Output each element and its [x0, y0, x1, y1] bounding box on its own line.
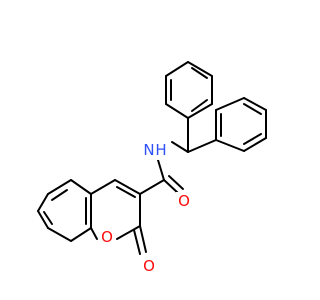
- nh-label-background: [139, 140, 169, 160]
- benzo-bond-1: [47, 179, 72, 195]
- rph-inner-1: [243, 133, 262, 145]
- rph-4: [243, 97, 267, 111]
- benzo-bond-3: [37, 210, 49, 229]
- pyran-bond-1: [90, 179, 116, 195]
- uph-3: [165, 61, 189, 77]
- rph-2: [243, 137, 267, 152]
- amide-co-2: [168, 175, 184, 190]
- amide-oxygen-label: O: [178, 192, 190, 210]
- benzo-bond-5: [70, 227, 92, 242]
- benzo-inner-2: [43, 211, 53, 225]
- rph-1: [215, 139, 245, 152]
- amide-nitrogen-label: N: [143, 141, 154, 159]
- amide-co-1: [163, 179, 179, 194]
- amide-oxygen-label-background: [176, 192, 192, 210]
- atom-label-layer: N H O O O: [99, 140, 192, 275]
- pyran-bond-2: [114, 179, 141, 195]
- ring-oxygen-label-background: [99, 228, 115, 246]
- amide-bond-c3: [139, 179, 165, 195]
- benzo-bond-4: [47, 227, 72, 242]
- molecule-diagram: N H O O O: [37, 61, 267, 275]
- uph-inner-2: [191, 67, 208, 79]
- ring-oxygen-label: O: [101, 228, 113, 246]
- benzo-bond-2: [37, 193, 49, 212]
- benzo-inner-1: [51, 189, 68, 201]
- uph-4: [187, 61, 213, 77]
- amide-cn: [157, 159, 165, 181]
- pyran-inner-1: [116, 186, 136, 198]
- bond-layer: [37, 61, 267, 255]
- rph-5: [215, 97, 245, 111]
- ch-right-ph: [187, 139, 217, 153]
- rph-inner-2: [243, 103, 262, 115]
- lactone-oxygen-label: O: [143, 257, 155, 275]
- lactone-co-1: [139, 225, 147, 253]
- lactone-oxygen-label-background: [141, 257, 157, 275]
- amide-hydrogen-label: H: [155, 141, 166, 159]
- n-ch-bond: [171, 141, 189, 153]
- pyran-bond-5: [90, 227, 98, 240]
- uph-1: [165, 103, 189, 119]
- uph-6: [187, 103, 213, 119]
- uph-inner-3: [191, 99, 208, 112]
- benzo-bond-7: [70, 179, 92, 195]
- pyran-bond-4: [116, 225, 141, 240]
- lactone-co-2: [133, 229, 141, 255]
